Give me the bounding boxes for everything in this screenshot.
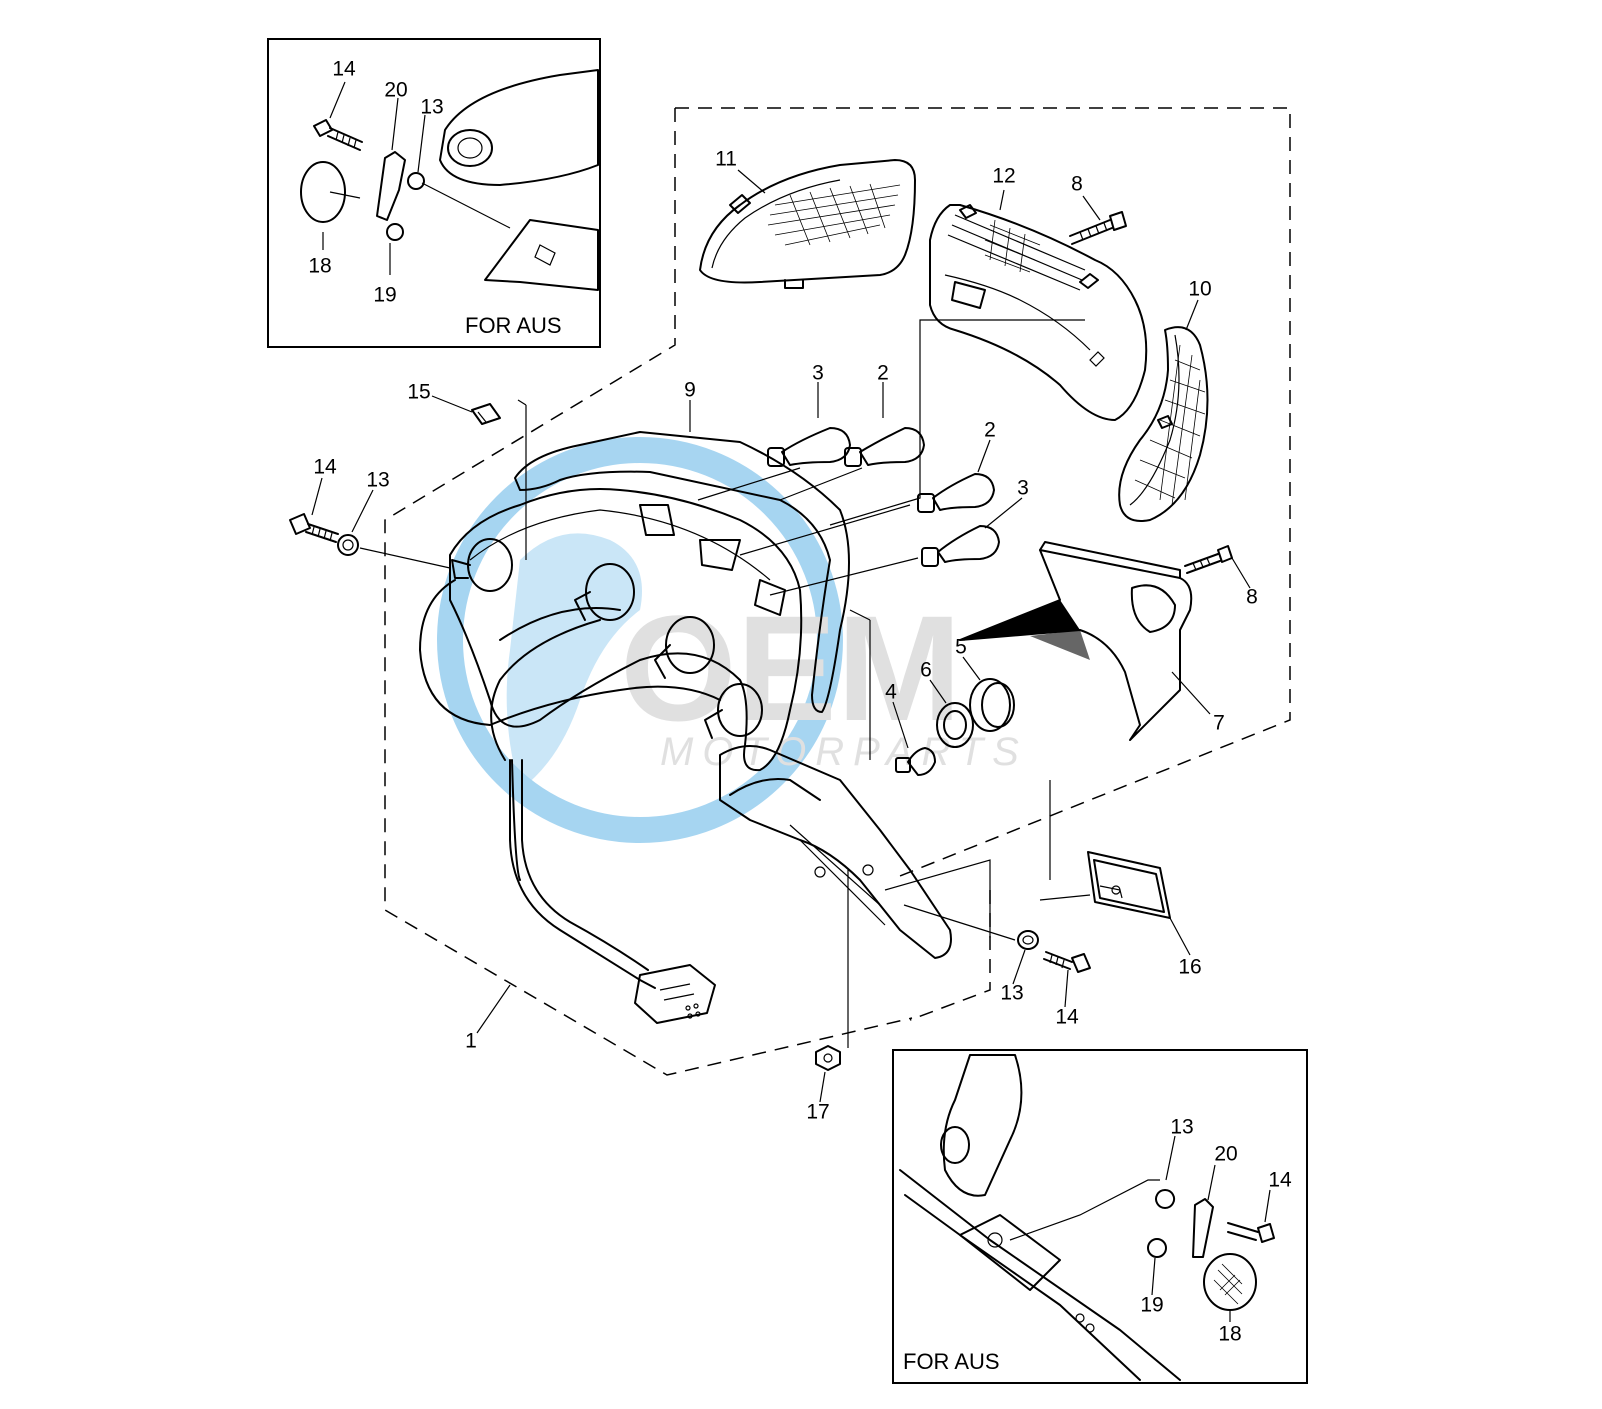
main-callouts: 11 12 8 10 3 2 9 15 2 14 13 3 8 5 6 4 7 … [313, 148, 1258, 1124]
inset-frame [267, 38, 601, 348]
callout-5: 5 [955, 636, 967, 659]
callout-11: 11 [715, 148, 737, 171]
inset1-bolt-icon [313, 119, 363, 151]
leader-lines [311, 169, 1251, 1103]
callout-16: 16 [1178, 956, 1201, 979]
nut-17-icon [815, 1045, 841, 1071]
inset1-reflector-icon [300, 161, 346, 223]
callout-4: 4 [885, 681, 897, 704]
inset1-callout-20: 20 [384, 79, 407, 102]
screw-8-right-icon [1184, 545, 1233, 574]
callout-8-right: 8 [1246, 586, 1258, 609]
part-5-cap-icon [969, 678, 1015, 732]
callout-15: 15 [407, 381, 430, 404]
inset-frame [892, 1049, 1308, 1384]
inset2-tail-housing [942, 1054, 1023, 1197]
callout-13-bottom: 13 [1000, 982, 1023, 1005]
bolt-14-left-icon [289, 513, 339, 543]
tail-light-assembly-boundary [384, 107, 1291, 1076]
inset2-plate-icon [1192, 1198, 1214, 1258]
fasteners [289, 211, 1233, 1071]
oem-motorparts-watermark: OEM MOTORPARTS [437, 437, 1028, 843]
bulbs [767, 427, 1000, 776]
inset2-callout-14: 14 [1268, 1169, 1292, 1192]
inset1-nut-icon [407, 172, 425, 190]
washer-13-bottom-icon [1017, 930, 1039, 950]
clip-15-icon [471, 403, 501, 425]
bulb-3-lower-icon [921, 525, 1000, 567]
bulb-2-upper-icon [844, 427, 925, 467]
inset-for-aus-top-left: 14 20 13 18 19 FOR AUS [267, 38, 601, 348]
connector-icon [634, 964, 716, 1024]
inset2-callout-19: 19 [1140, 1294, 1163, 1317]
inset-for-aus-bottom-right: 13 20 14 19 18 FOR AUS [892, 1049, 1308, 1384]
callout-17: 17 [806, 1101, 829, 1124]
inset1-callout-19: 19 [373, 284, 396, 307]
screw-8-top-icon [1069, 211, 1127, 245]
callout-9: 9 [684, 379, 696, 402]
inset2-fender [899, 1169, 1181, 1381]
socket-group [451, 538, 763, 739]
callout-6: 6 [920, 659, 932, 682]
inset-lamp-socket [447, 129, 493, 167]
inset-tail-housing [439, 69, 599, 186]
part-7-side-cover [959, 541, 1193, 741]
bulb-2-lower-icon [917, 473, 995, 513]
part-10-side-lens [1118, 326, 1209, 522]
callout-2-lower: 2 [984, 419, 996, 442]
callout-7: 7 [1213, 712, 1225, 735]
callout-2-upper: 2 [877, 362, 889, 385]
inset2-bolt-icon [1227, 1222, 1275, 1243]
callout-3-lower: 3 [1017, 477, 1029, 500]
bulb-3-upper-icon [767, 427, 851, 467]
watermark-globe-icon [437, 437, 843, 843]
bulb-4-icon [895, 747, 936, 776]
inset2-callout-13: 13 [1170, 1116, 1193, 1139]
inset1-callout-13: 13 [420, 96, 443, 119]
inset-bracket [484, 219, 599, 291]
inset1-nut19-icon [386, 223, 404, 241]
callout-8-top: 8 [1071, 173, 1083, 196]
callout-14-bottom: 14 [1055, 1006, 1079, 1029]
license-light-assembly-boundary [909, 890, 991, 1021]
part-1-9-tail-light-base [419, 431, 952, 1024]
inset1-callout-14: 14 [332, 58, 356, 81]
callout-14-left: 14 [313, 456, 337, 479]
callout-13-left: 13 [366, 469, 389, 492]
inset2-callout-18: 18 [1218, 1323, 1241, 1346]
callout-1: 1 [465, 1030, 477, 1053]
inset2-nut19-icon [1147, 1238, 1167, 1258]
watermark-globe-land [506, 533, 642, 790]
inset1-plate-icon [376, 151, 406, 221]
inset1-callout-18: 18 [308, 255, 331, 278]
inset1-for-aus-label: FOR AUS [465, 313, 562, 338]
inset2-nut-icon [1155, 1189, 1176, 1209]
part-16-license-lamp [1087, 851, 1171, 919]
part-6-grommet-icon [936, 702, 974, 748]
watermark-brand: OEM [620, 584, 962, 752]
part-12-lamp-housing [929, 204, 1148, 421]
watermark-sub: MOTORPARTS [660, 730, 1028, 774]
callout-10: 10 [1188, 278, 1211, 301]
callout-12: 12 [992, 165, 1015, 188]
bolt-14-bottom-icon [1043, 951, 1091, 973]
inset2-callout-20: 20 [1214, 1143, 1237, 1166]
callout-3-upper: 3 [812, 362, 824, 385]
inset2-for-aus-label: FOR AUS [903, 1349, 1000, 1374]
nut-13-left-icon [337, 534, 359, 556]
part-11-lens [699, 159, 916, 289]
